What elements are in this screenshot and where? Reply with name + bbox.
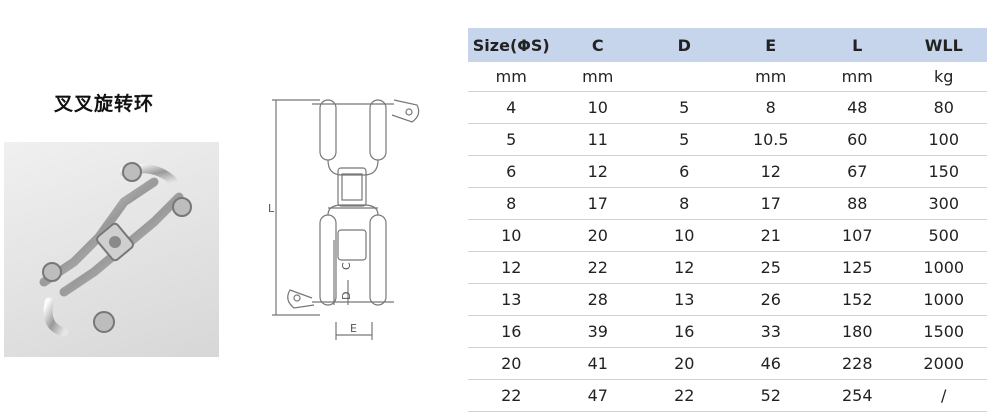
dim-label-l: L <box>268 202 275 215</box>
table-cell: 48 <box>814 91 901 124</box>
table-cell: 17 <box>554 187 641 220</box>
table-cell: 300 <box>900 187 987 220</box>
table-cell: 13 <box>641 283 728 316</box>
table-cell: 254 <box>814 379 901 412</box>
table-cell: 100 <box>900 123 987 156</box>
technical-drawing: L C D E <box>262 90 442 350</box>
product-photo <box>4 142 219 357</box>
table-cell: 12 <box>727 155 814 188</box>
table-cell: 150 <box>900 155 987 188</box>
table-cell: 5 <box>641 123 728 156</box>
table-cell: 500 <box>900 219 987 252</box>
table-cell: 22 <box>641 379 728 412</box>
table-cell: 180 <box>814 315 901 348</box>
table-cell: 5 <box>641 91 728 124</box>
col-header-c: C <box>554 28 641 62</box>
unit-cell <box>641 62 728 92</box>
table-cell: 80 <box>900 91 987 124</box>
table-cell: 39 <box>554 315 641 348</box>
unit-cell: mm <box>554 62 641 92</box>
table-cell: 12 <box>554 155 641 188</box>
table-cell: 6 <box>641 155 728 188</box>
table-cell: 26 <box>727 283 814 316</box>
table-cell: 17 <box>727 187 814 220</box>
col-header-l: L <box>814 28 901 62</box>
table-cell: 20 <box>554 219 641 252</box>
col-header-d: D <box>641 28 728 62</box>
table-cell: 10 <box>468 219 555 252</box>
table-cell: 47 <box>554 379 641 412</box>
table-cell: 10 <box>641 219 728 252</box>
table-cell: 33 <box>727 315 814 348</box>
table-cell: / <box>900 379 987 412</box>
table-cell: 1000 <box>900 283 987 316</box>
table-cell: 60 <box>814 123 901 156</box>
table-cell: 88 <box>814 187 901 220</box>
table-cell: 46 <box>727 347 814 380</box>
table-cell: 1500 <box>900 315 987 348</box>
table-cell: 10.5 <box>727 123 814 156</box>
table-cell: 10 <box>554 91 641 124</box>
table-cell: 13 <box>468 283 555 316</box>
table-cell: 4 <box>468 91 555 124</box>
dim-label-c: C <box>340 262 353 270</box>
table-cell: 6 <box>468 155 555 188</box>
col-header-wll: WLL <box>900 28 987 62</box>
table-cell: 20 <box>641 347 728 380</box>
table-cell: 67 <box>814 155 901 188</box>
table-cell: 25 <box>727 251 814 284</box>
table-cell: 22 <box>554 251 641 284</box>
table-cell: 20 <box>468 347 555 380</box>
table-cell: 12 <box>468 251 555 284</box>
unit-cell: kg <box>900 62 987 92</box>
table-cell: 8 <box>641 187 728 220</box>
table-cell: 21 <box>727 219 814 252</box>
product-title: 叉叉旋转环 <box>54 93 155 115</box>
unit-row: mm mm mm mm kg <box>468 62 987 92</box>
table-cell: 41 <box>554 347 641 380</box>
unit-cell: mm <box>468 62 555 92</box>
table-cell: 28 <box>554 283 641 316</box>
table-cell: 1000 <box>900 251 987 284</box>
table-cell: 125 <box>814 251 901 284</box>
table-cell: 228 <box>814 347 901 380</box>
table-cell: 52 <box>727 379 814 412</box>
col-header-size: Size(ΦS) <box>468 28 555 62</box>
col-header-e: E <box>727 28 814 62</box>
table-cell: 152 <box>814 283 901 316</box>
dim-label-e: E <box>350 322 357 335</box>
unit-cell: mm <box>727 62 814 92</box>
table-cell: 11 <box>554 123 641 156</box>
table-cell: 107 <box>814 219 901 252</box>
table-cell: 22 <box>468 379 555 412</box>
table-cell: 16 <box>641 315 728 348</box>
table-cell: 2000 <box>900 347 987 380</box>
table-cell: 8 <box>727 91 814 124</box>
table-cell: 16 <box>468 315 555 348</box>
table-header-row: Size(ΦS) C D E L WLL <box>468 28 987 62</box>
table-cell: 12 <box>641 251 728 284</box>
table-cell: 5 <box>468 123 555 156</box>
dim-label-d: D <box>340 292 353 300</box>
unit-cell: mm <box>814 62 901 92</box>
table-cell: 8 <box>468 187 555 220</box>
